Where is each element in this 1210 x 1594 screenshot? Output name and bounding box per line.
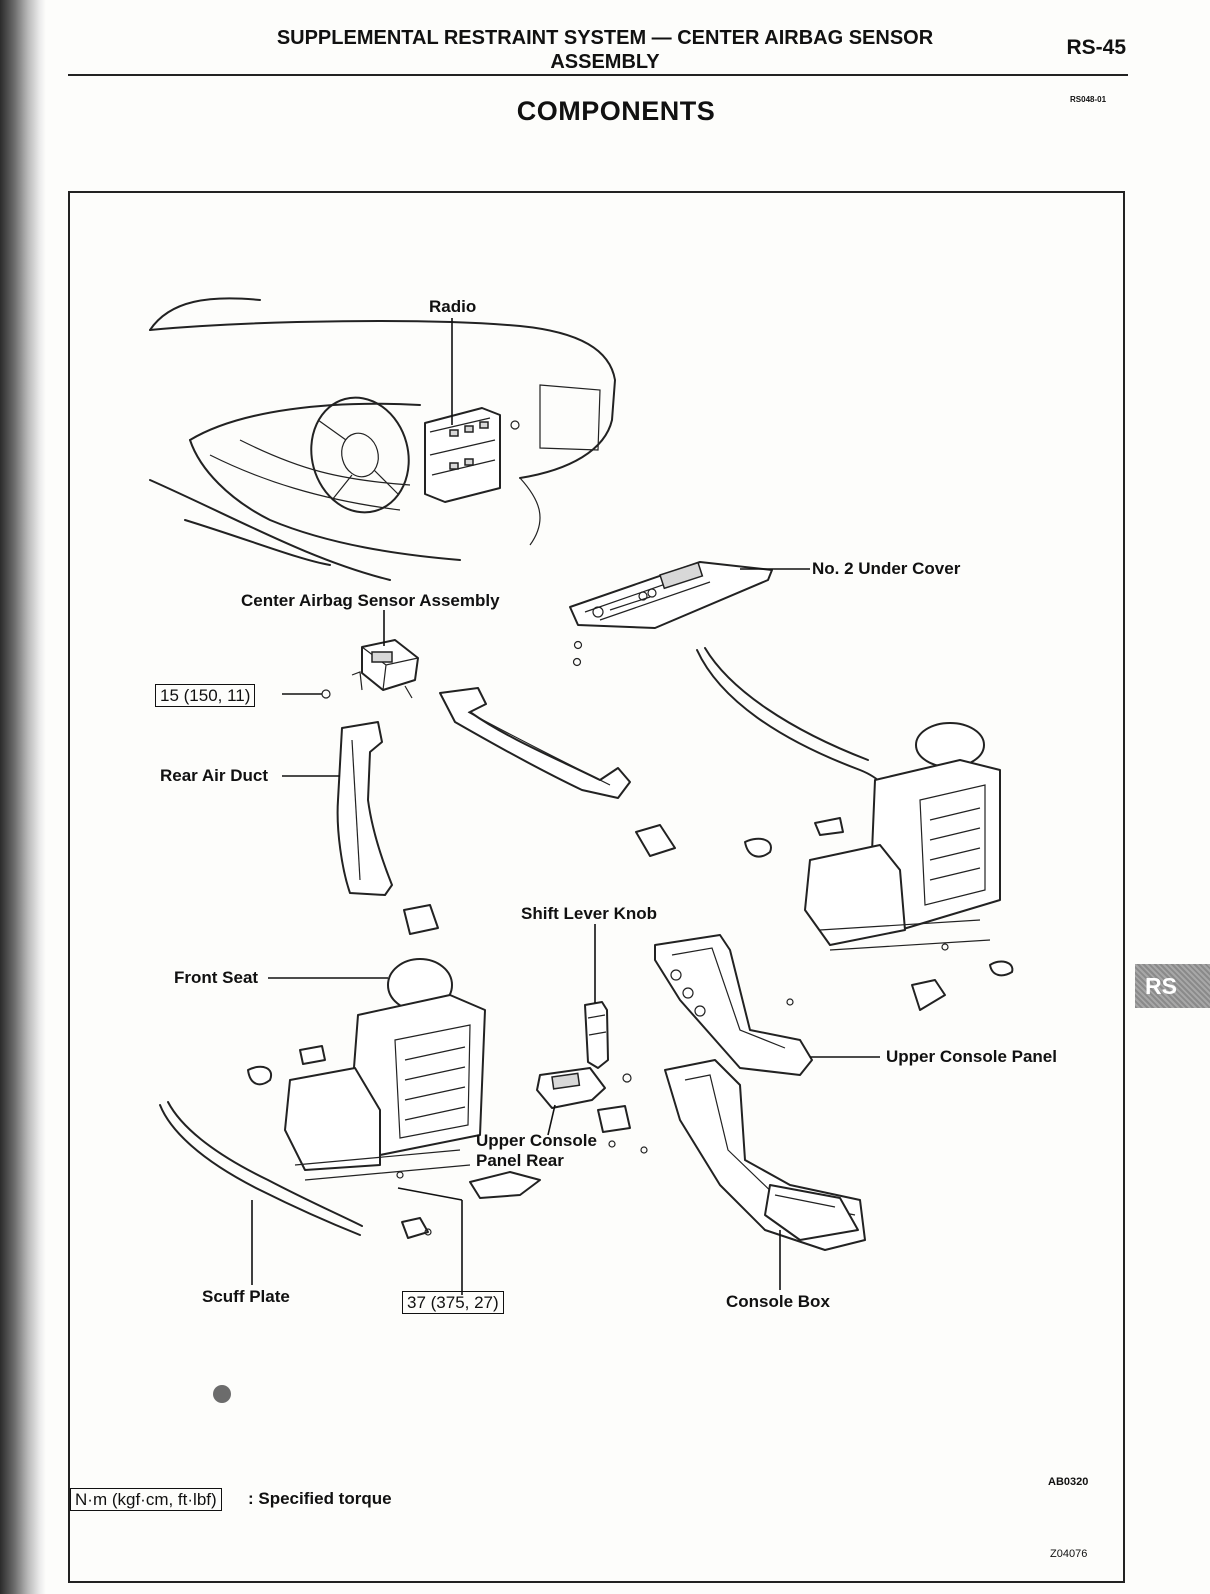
center-airbag-sensor-drawing: [321, 639, 419, 699]
label-upper-console-panel-rear-line-2: Panel Rear: [476, 1151, 564, 1170]
scan-binding-edge: [0, 0, 46, 1594]
label-radio: Radio: [429, 297, 477, 316]
upper-console-panel-drawing: [654, 934, 813, 1076]
header-title-line-2: ASSEMBLY: [550, 51, 660, 73]
label-no2-under-cover: No. 2 Under Cover: [812, 559, 961, 578]
legend-torque-text: : Specified torque: [248, 1489, 392, 1508]
right-scuff-plate-drawing: [696, 647, 890, 801]
legend-torque-unit: N·m (kgf·cm, ft·lbf): [70, 1488, 222, 1511]
right-front-seat-drawing: [744, 722, 1014, 1011]
no2-under-cover-drawing: [569, 561, 773, 667]
header-rule: [68, 74, 1128, 76]
label-rear-air-duct: Rear Air Duct: [160, 766, 269, 785]
upper-console-panel-rear-drawing: [469, 1067, 648, 1199]
label-scuff-plate: Scuff Plate: [202, 1287, 290, 1306]
diagram-frame: [68, 191, 1125, 1583]
shift-lever-knob-drawing: [584, 1001, 632, 1083]
label-upper-console-panel-rear-line-1: Upper Console: [476, 1131, 597, 1150]
rear-air-duct-drawing: [336, 721, 393, 896]
figure-code: AB0320: [1048, 1476, 1089, 1488]
page-number: RS-45: [1066, 36, 1126, 59]
torque-spec-15: 15 (150, 11): [155, 684, 256, 707]
upper-air-duct-drawing: [403, 687, 676, 935]
section-tab-rs: RS: [1135, 964, 1210, 1008]
page-code: Z04076: [1050, 1548, 1088, 1560]
header-title-line-1: SUPPLEMENTAL RESTRAINT SYSTEM — CENTER A…: [276, 27, 934, 49]
label-upper-console-panel: Upper Console Panel: [886, 1047, 1057, 1066]
section-title: COMPONENTS: [516, 96, 716, 126]
label-center-airbag-sensor: Center Airbag Sensor Assembly: [241, 591, 500, 610]
front-seat-drawing: [247, 958, 486, 1239]
scuff-plate-drawing: [159, 1101, 363, 1236]
ink-smudge: [213, 1385, 231, 1403]
reference-code: RS048-01: [1070, 95, 1107, 104]
label-shift-lever-knob: Shift Lever Knob: [521, 904, 658, 923]
torque-spec-37: 37 (375, 27): [402, 1291, 504, 1314]
label-console-box: Console Box: [726, 1292, 830, 1311]
dashboard-drawing: [149, 297, 616, 581]
label-front-seat: Front Seat: [174, 968, 259, 987]
radio-drawing: [424, 407, 520, 503]
page-header-title: SUPPLEMENTAL RESTRAINT SYSTEM — CENTER A…: [185, 26, 1025, 74]
label-upper-console-panel-rear: Upper Console Panel Rear: [476, 1131, 597, 1171]
console-box-drawing: [664, 1059, 866, 1251]
